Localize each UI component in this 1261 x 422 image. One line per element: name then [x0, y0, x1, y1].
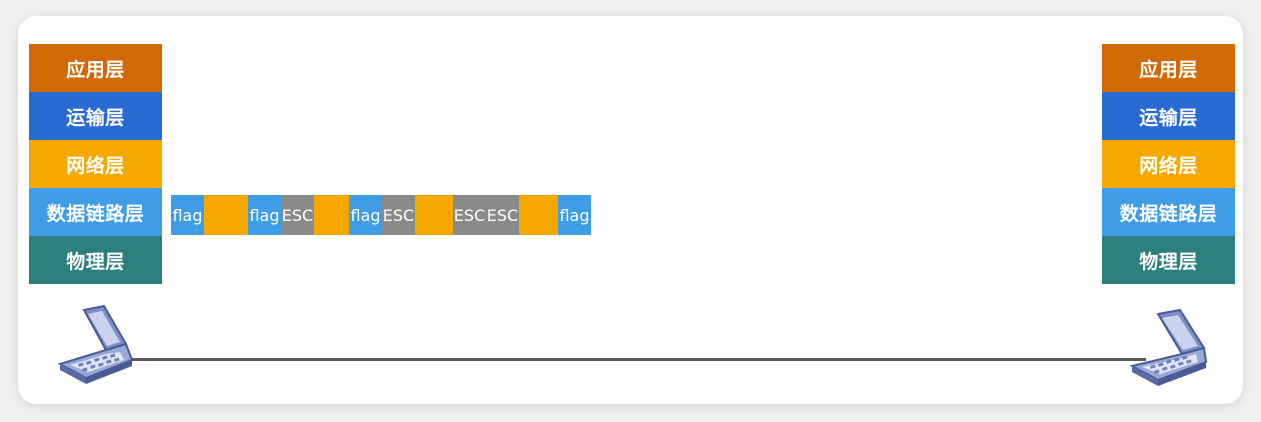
- left-protocol-stack: 应用层 运输层 网络层 数据链路层 物理层: [29, 44, 162, 284]
- frame-esc: ESC: [281, 195, 314, 235]
- left-layer-network: 网络层: [29, 140, 162, 188]
- frame-flag-start: flag: [171, 195, 204, 235]
- frame-data-segment: [519, 195, 558, 235]
- left-layer-transport: 运输层: [29, 92, 162, 140]
- left-layer-physical: 物理层: [29, 236, 162, 284]
- datalink-frame: flag flag ESC flag ESC ESC ESC flag: [171, 195, 591, 235]
- laptop-icon: [56, 304, 136, 394]
- frame-data-segment: [415, 195, 453, 235]
- laptop-icon: [1128, 304, 1208, 394]
- right-layer-transport: 运输层: [1102, 92, 1235, 140]
- left-layer-datalink: 数据链路层: [29, 188, 162, 236]
- left-layer-application: 应用层: [29, 44, 162, 92]
- frame-esc: ESC: [486, 195, 519, 235]
- physical-link-line: [128, 358, 1146, 361]
- frame-esc: ESC: [382, 195, 415, 235]
- frame-flag-in-data: flag: [248, 195, 281, 235]
- frame-flag-end: flag: [558, 195, 591, 235]
- frame-data-segment: [204, 195, 248, 235]
- right-protocol-stack: 应用层 运输层 网络层 数据链路层 物理层: [1102, 44, 1235, 284]
- frame-esc: ESC: [453, 195, 486, 235]
- frame-flag-in-data: flag: [349, 195, 382, 235]
- right-layer-physical: 物理层: [1102, 236, 1235, 284]
- right-layer-network: 网络层: [1102, 140, 1235, 188]
- right-layer-datalink: 数据链路层: [1102, 188, 1235, 236]
- right-layer-application: 应用层: [1102, 44, 1235, 92]
- frame-data-segment: [314, 195, 349, 235]
